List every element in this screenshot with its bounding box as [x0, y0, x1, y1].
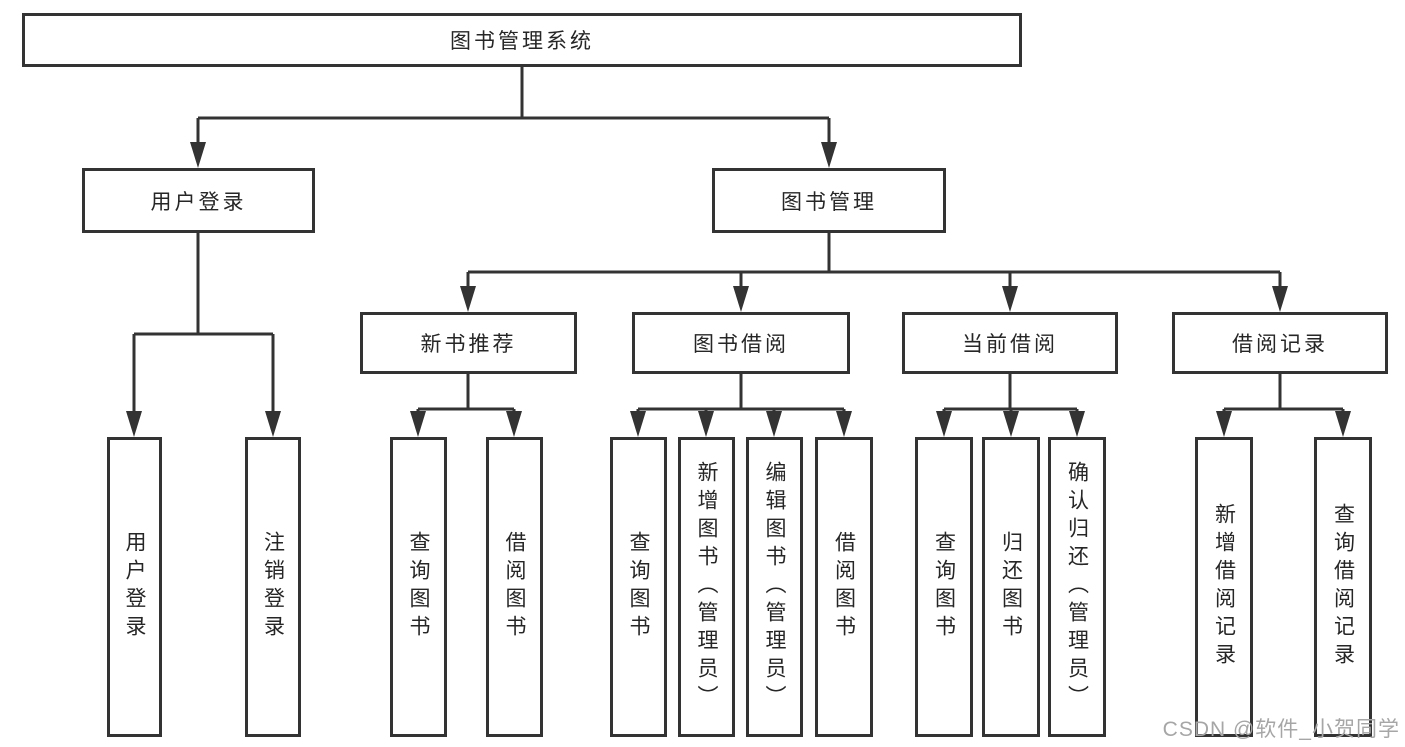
connector-user-login-to-leaves [126, 233, 281, 437]
node-book-management: 图书管理 [712, 168, 946, 233]
arrow-down-icon [821, 142, 837, 168]
node-book-borrow: 图书借阅 [632, 312, 850, 374]
arrow-down-icon [1003, 411, 1019, 437]
leaf-borrow-edit-books-admin: 编辑图书（管理员） [746, 437, 803, 737]
leaf-records-add-record: 新增借阅记录 [1195, 437, 1253, 737]
node-root-title: 图书管理系统 [22, 13, 1022, 67]
arrow-down-icon [460, 286, 476, 312]
arrow-down-icon [506, 411, 522, 437]
node-user-login: 用户登录 [82, 168, 315, 233]
connector-borrow-records-to-leaves [1216, 374, 1351, 437]
connector-current-borrow-to-leaves [936, 374, 1085, 437]
arrow-down-icon [936, 411, 952, 437]
arrow-down-icon [1069, 411, 1085, 437]
arrow-down-icon [836, 411, 852, 437]
leaf-current-query-books: 查询图书 [915, 437, 973, 737]
connector-book-management-to-level3 [460, 233, 1288, 312]
arrow-down-icon [698, 411, 714, 437]
connector-book-borrow-to-leaves [630, 374, 852, 437]
node-borrow-records: 借阅记录 [1172, 312, 1388, 374]
leaf-borrow-borrow-books: 借阅图书 [815, 437, 873, 737]
leaf-current-confirm-return-admin: 确认归还（管理员） [1048, 437, 1106, 737]
leaf-borrow-add-books-admin: 新增图书（管理员） [678, 437, 735, 737]
node-new-books: 新书推荐 [360, 312, 577, 374]
arrow-down-icon [265, 411, 281, 437]
leaf-newbooks-borrow-books: 借阅图书 [486, 437, 543, 737]
arrow-down-icon [1216, 411, 1232, 437]
connector-new-books-to-leaves [410, 374, 522, 437]
watermark: CSDN @软件_小贺同学 [1162, 718, 1400, 741]
arrow-down-icon [1335, 411, 1351, 437]
leaf-logout: 注销登录 [245, 437, 301, 737]
leaf-newbooks-query-books: 查询图书 [390, 437, 447, 737]
leaf-borrow-query-books: 查询图书 [610, 437, 667, 737]
arrow-down-icon [190, 142, 206, 168]
arrow-down-icon [1002, 286, 1018, 312]
arrow-down-icon [766, 411, 782, 437]
connector-root-to-level2 [190, 67, 837, 168]
arrow-down-icon [733, 286, 749, 312]
arrow-down-icon [1272, 286, 1288, 312]
arrow-down-icon [630, 411, 646, 437]
arrow-down-icon [126, 411, 142, 437]
arrow-down-icon [410, 411, 426, 437]
leaf-records-query-record: 查询借阅记录 [1314, 437, 1372, 737]
node-current-borrow: 当前借阅 [902, 312, 1118, 374]
leaf-current-return-books: 归还图书 [982, 437, 1040, 737]
leaf-user-login: 用户登录 [107, 437, 162, 737]
